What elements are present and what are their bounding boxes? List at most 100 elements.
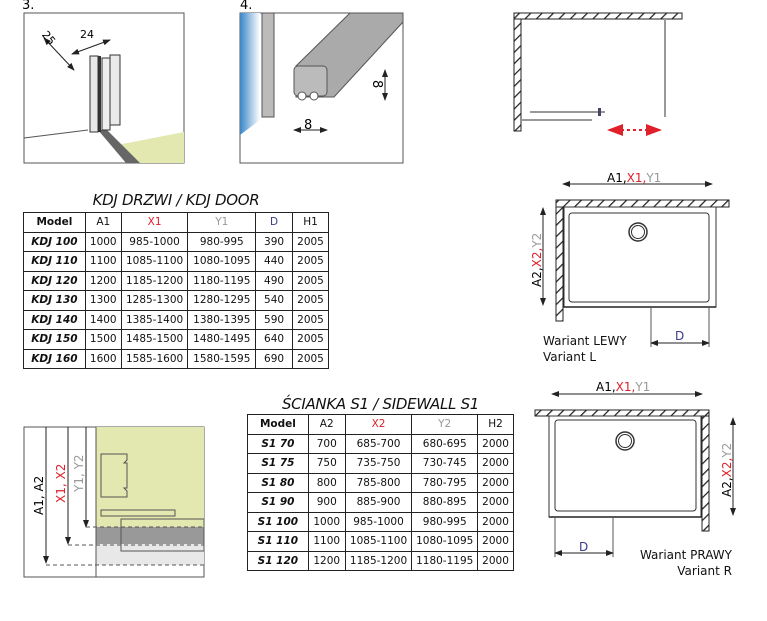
value-cell: 640: [255, 329, 294, 350]
value-cell: 1085-1100: [344, 531, 413, 552]
value-cell: 440: [255, 251, 294, 272]
value-cell: 700: [307, 433, 346, 454]
value-cell: 2005: [292, 270, 329, 291]
model-cell: S1 110: [247, 531, 309, 552]
value-cell: 980-995: [187, 231, 257, 252]
column-header: A2: [307, 414, 346, 435]
column-header: A1: [84, 212, 122, 233]
value-cell: 1085-1100: [120, 251, 189, 272]
value-cell: 1380-1395: [187, 309, 257, 330]
figure-number: 3.: [22, 0, 34, 13]
column-header: H1: [292, 212, 329, 233]
dimension-label: 8: [369, 80, 384, 88]
model-cell: S1 80: [247, 472, 309, 493]
value-cell: 1100: [307, 531, 346, 552]
column-header: H2: [477, 414, 514, 435]
column-header: Y2: [411, 414, 479, 435]
value-cell: 1400: [84, 309, 122, 330]
model-cell: KDJ 140: [23, 309, 86, 330]
value-cell: 880-895: [411, 492, 479, 513]
value-cell: 1285-1300: [120, 290, 189, 311]
variant-right-label-en: Variant R: [677, 564, 732, 578]
plan-variant-right: A1,X1,Y1 A2,X2,Y2 D: [534, 380, 736, 557]
figure-4-seal-profile: 4. 8 8: [239, 0, 404, 164]
value-cell: 1485-1500: [120, 329, 189, 350]
value-cell: 590: [255, 309, 294, 330]
label-a1-a2: A1, A2: [32, 476, 46, 515]
variant-left-label-pl: Wariant LEWY: [543, 334, 627, 348]
dimension-label: 8: [304, 118, 312, 133]
value-cell: 2005: [292, 251, 329, 272]
value-cell: 985-1000: [120, 231, 189, 252]
variant-right-label-pl: Wariant PRAWY: [639, 548, 732, 562]
value-cell: 1000: [84, 231, 122, 252]
label-x1-x2: X1, X2: [54, 464, 68, 503]
value-cell: 1185-1200: [344, 550, 413, 571]
value-cell: 1580-1595: [187, 348, 257, 369]
column-header: X1: [120, 212, 189, 233]
value-cell: 1480-1495: [187, 329, 257, 350]
value-cell: 1300: [84, 290, 122, 311]
value-cell: 2000: [477, 550, 514, 571]
label-y1-y2: Y1, Y2: [72, 454, 86, 493]
value-cell: 2000: [477, 531, 514, 552]
profile-detail-figure: A1, A2 X1, X2 Y1, Y2: [23, 426, 205, 578]
value-cell: 985-1000: [344, 511, 413, 532]
value-cell: 2000: [477, 511, 514, 532]
column-header: Model: [23, 212, 86, 233]
model-cell: KDJ 100: [23, 231, 86, 252]
column-header: D: [255, 212, 294, 233]
value-cell: 2000: [477, 433, 514, 454]
value-cell: 390: [255, 231, 294, 252]
value-cell: 2000: [477, 492, 514, 513]
value-cell: 1200: [84, 270, 122, 291]
model-cell: KDJ 130: [23, 290, 86, 311]
value-cell: 1585-1600: [120, 348, 189, 369]
value-cell: 800: [307, 472, 346, 493]
value-cell: 885-900: [344, 492, 413, 513]
model-cell: S1 75: [247, 453, 309, 474]
value-cell: 2005: [292, 231, 329, 252]
variant-left-label-en: Variant L: [543, 350, 597, 364]
model-cell: S1 120: [247, 550, 309, 571]
value-cell: 490: [255, 270, 294, 291]
value-cell: 1280-1295: [187, 290, 257, 311]
model-cell: S1 90: [247, 492, 309, 513]
column-header: X2: [344, 414, 413, 435]
value-cell: 1185-1200: [120, 270, 189, 291]
model-cell: S1 100: [247, 511, 309, 532]
plan-variant-left: A1,X1,Y1 A2,X2,Y2 D: [530, 171, 730, 347]
value-cell: 680-695: [411, 433, 479, 454]
value-cell: 1080-1095: [187, 251, 257, 272]
figure-3-hinge-profile: 3. 24 25: [22, 0, 185, 164]
door-table-title: KDJ DRZWI / KDJ DOOR: [92, 191, 260, 209]
value-cell: 2005: [292, 309, 329, 330]
model-cell: KDJ 120: [23, 270, 86, 291]
value-cell: 1000: [307, 511, 346, 532]
value-cell: 2005: [292, 348, 329, 369]
figure-number: 4.: [240, 0, 252, 13]
value-cell: 685-700: [344, 433, 413, 454]
value-cell: 900: [307, 492, 346, 513]
value-cell: 690: [255, 348, 294, 369]
model-cell: KDJ 160: [23, 348, 86, 369]
value-cell: 780-795: [411, 472, 479, 493]
dimension-a2-x2-y2: A2,X2,Y2: [720, 443, 734, 497]
value-cell: 1385-1400: [120, 309, 189, 330]
